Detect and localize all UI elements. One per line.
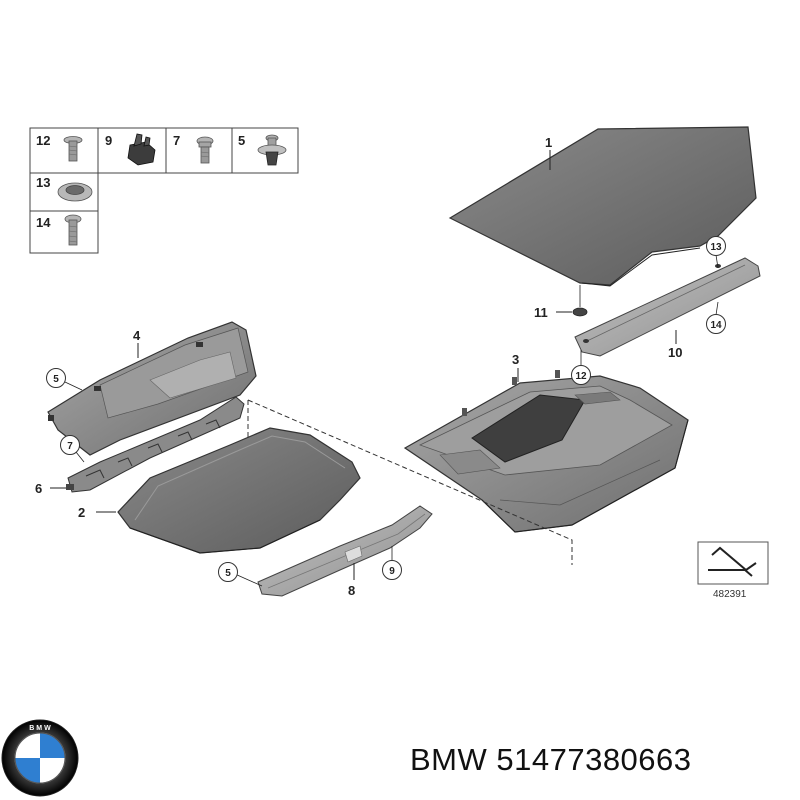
expansion-rivet-icon (257, 134, 287, 166)
callout-4: 4 (133, 328, 141, 343)
callout-14: 14 (710, 320, 722, 331)
callout-13: 13 (710, 242, 722, 253)
part-1-cover-panel (448, 126, 757, 287)
part-6-bracket-strip (66, 396, 245, 493)
callout-6: 6 (35, 481, 42, 496)
clip-icon (127, 133, 156, 166)
callout-7: 7 (67, 441, 73, 452)
callout-5-left: 5 (53, 374, 59, 385)
screw-icon (64, 214, 82, 246)
callout-3: 3 (512, 352, 519, 367)
bmw-logo-letters: B M W (29, 725, 51, 732)
part-11-grommet (572, 285, 588, 317)
callout-12: 12 (575, 371, 587, 382)
legend-label-13: 13 (36, 175, 50, 190)
part-10-rail (574, 257, 761, 357)
bolt-icon (196, 136, 214, 164)
callout-9: 9 (389, 566, 395, 577)
legend-label-7: 7 (173, 133, 180, 148)
callout-10: 10 (668, 345, 682, 360)
bmw-logo: B M W (1, 719, 79, 797)
legend-label-9: 9 (105, 133, 112, 148)
part-8-sill-trim (257, 505, 433, 597)
legend-label-5: 5 (238, 133, 245, 148)
diagram-number: 482391 (713, 589, 747, 600)
part-3-storage-tray (403, 370, 689, 533)
legend-label-14: 14 (36, 215, 51, 230)
flat-head-screw-icon (63, 136, 83, 162)
callout-8: 8 (348, 583, 355, 598)
callout-11: 11 (534, 305, 548, 320)
fastener-legend: 12 9 7 5 13 14 (29, 127, 299, 254)
legend-label-12: 12 (36, 133, 50, 148)
part-number-caption: BMW 51477380663 (410, 742, 692, 777)
part-2-floor-mat (117, 427, 361, 554)
callout-5-bottom: 5 (225, 568, 231, 579)
callout-1: 1 (545, 135, 552, 150)
callout-2: 2 (78, 505, 85, 520)
diagram-reference-box: 482391 (697, 541, 769, 600)
grommet-icon (57, 182, 93, 202)
